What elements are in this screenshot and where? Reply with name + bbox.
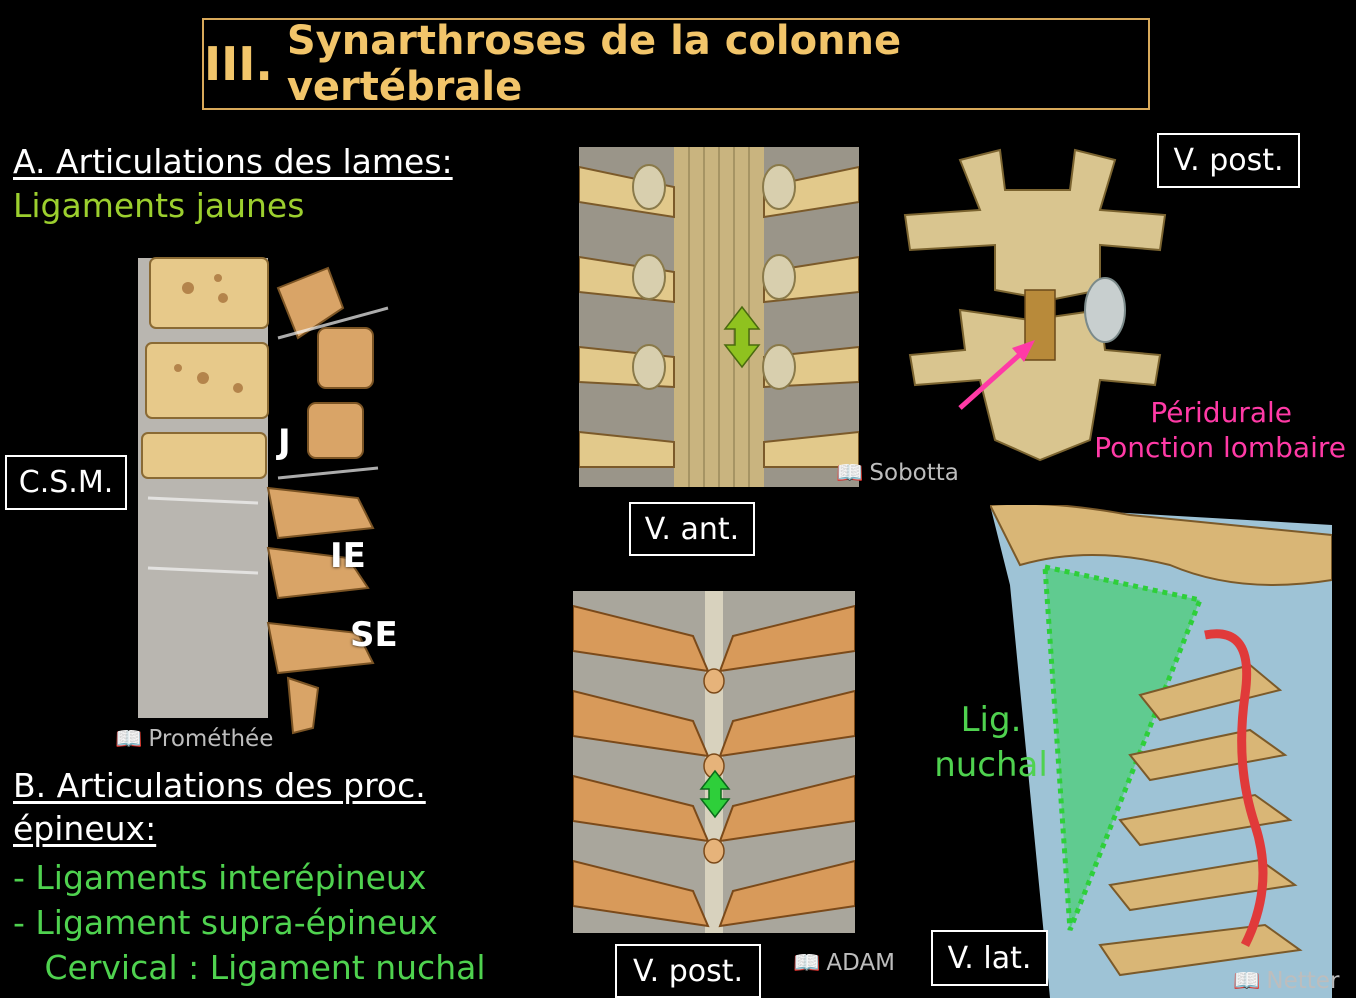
credit-promethee-text: Prométhée bbox=[148, 726, 274, 752]
section-b-item-1: - Ligaments interépineux bbox=[13, 858, 427, 897]
credit-netter-text: Netter bbox=[1266, 968, 1340, 994]
label-j: J bbox=[278, 422, 291, 462]
slide-title: III. Synarthroses de la colonne vertébra… bbox=[202, 18, 1150, 110]
double-arrow-icon bbox=[699, 769, 731, 819]
credit-sobotta-text: Sobotta bbox=[869, 460, 959, 486]
label-v-post-bottom: V. post. bbox=[615, 944, 761, 998]
book-icon: 📖 bbox=[836, 460, 864, 486]
section-b-heading-line2: épineux: bbox=[13, 809, 157, 848]
posterior-lumbar-illustration bbox=[903, 148, 1167, 462]
credit-sobotta: 📖 Sobotta bbox=[836, 460, 959, 486]
section-b-item-2: - Ligament supra-épineux bbox=[13, 903, 438, 942]
section-b-heading-line1: B. Articulations des proc. bbox=[13, 766, 426, 805]
title-text: Synarthroses de la colonne vertébrale bbox=[286, 18, 902, 110]
posterior-thoracic-illustration bbox=[573, 591, 855, 933]
label-v-lat: V. lat. bbox=[931, 930, 1048, 986]
annotation-ponction: Ponction lombaire bbox=[1094, 431, 1346, 464]
annotation-lig: Lig. bbox=[960, 700, 1022, 740]
book-icon: 📖 bbox=[793, 950, 821, 976]
lateral-cervical-illustration bbox=[990, 505, 1332, 998]
annotation-nuchal: nuchal bbox=[934, 745, 1048, 785]
credit-promethee: 📖 Prométhée bbox=[115, 726, 273, 752]
annotation-peridurale: Péridurale bbox=[1150, 396, 1292, 429]
label-se: SE bbox=[350, 615, 398, 655]
book-icon: 📖 bbox=[1233, 968, 1261, 994]
credit-netter: 📖 Netter bbox=[1233, 968, 1339, 994]
section-a-subtitle: Ligaments jaunes bbox=[13, 186, 305, 225]
section-b-item-3: Cervical : Ligament nuchal bbox=[13, 948, 486, 987]
section-a-heading: A. Articulations des lames: bbox=[13, 142, 453, 181]
label-csm: C.S.M. bbox=[5, 455, 127, 510]
label-v-ant: V. ant. bbox=[629, 502, 755, 556]
credit-adam-text: ADAM bbox=[826, 950, 896, 976]
anterior-view-illustration bbox=[579, 147, 859, 487]
double-arrow-icon bbox=[723, 305, 761, 369]
title-numeral: III. bbox=[204, 37, 273, 91]
label-v-post-top: V. post. bbox=[1157, 133, 1300, 188]
lateral-spine-illustration bbox=[138, 257, 389, 735]
arrow-icon bbox=[958, 340, 1035, 410]
label-ie: IE bbox=[330, 536, 366, 576]
credit-adam: 📖 ADAM bbox=[793, 950, 895, 976]
book-icon: 📖 bbox=[115, 726, 143, 752]
